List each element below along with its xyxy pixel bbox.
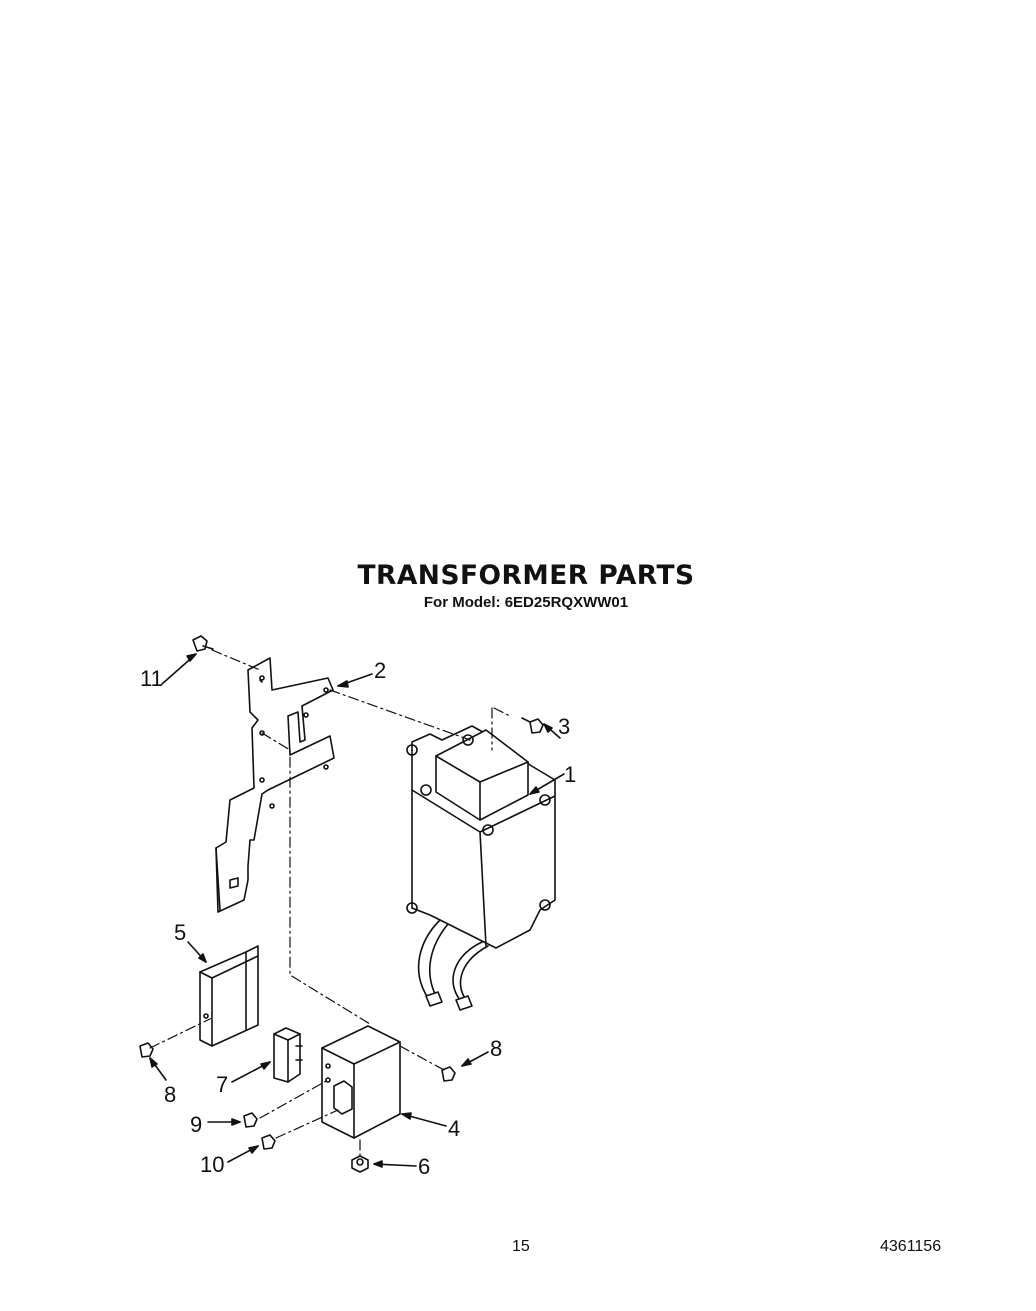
leader-arrows [149, 653, 565, 1168]
screw-8-right [441, 1066, 456, 1082]
callout-7: 7 [216, 1072, 228, 1097]
block-7 [273, 1027, 303, 1083]
assembly-lines [149, 649, 511, 1157]
screw-10 [261, 1134, 276, 1150]
callout-8-right: 8 [490, 1036, 502, 1061]
callout-1: 1 [564, 762, 576, 787]
callout-8-left: 8 [164, 1082, 176, 1107]
callout-2: 2 [374, 658, 386, 683]
screw-8-left [139, 1042, 154, 1058]
box-4 [321, 1025, 401, 1139]
callout-4: 4 [448, 1116, 460, 1141]
cover-5 [199, 945, 259, 1047]
callout-5: 5 [174, 920, 186, 945]
model-subtitle: For Model: 6ED25RQXWW01 [423, 594, 629, 611]
callout-3: 3 [558, 714, 570, 739]
bracket-2 [215, 657, 335, 913]
page-title: TRANSFORMER PARTS [357, 560, 695, 591]
screw-3 [521, 717, 544, 734]
page-number: 15 [512, 1238, 530, 1255]
document-number: 4361156 [880, 1238, 942, 1255]
callout-9: 9 [190, 1112, 202, 1137]
callout-11: 11 [140, 666, 163, 691]
screw-9 [243, 1112, 258, 1128]
callout-10: 10 [200, 1152, 224, 1177]
screw-11 [192, 635, 214, 652]
transformer-1 [406, 725, 556, 1011]
nut-6 [351, 1155, 369, 1173]
callout-6: 6 [418, 1154, 430, 1179]
